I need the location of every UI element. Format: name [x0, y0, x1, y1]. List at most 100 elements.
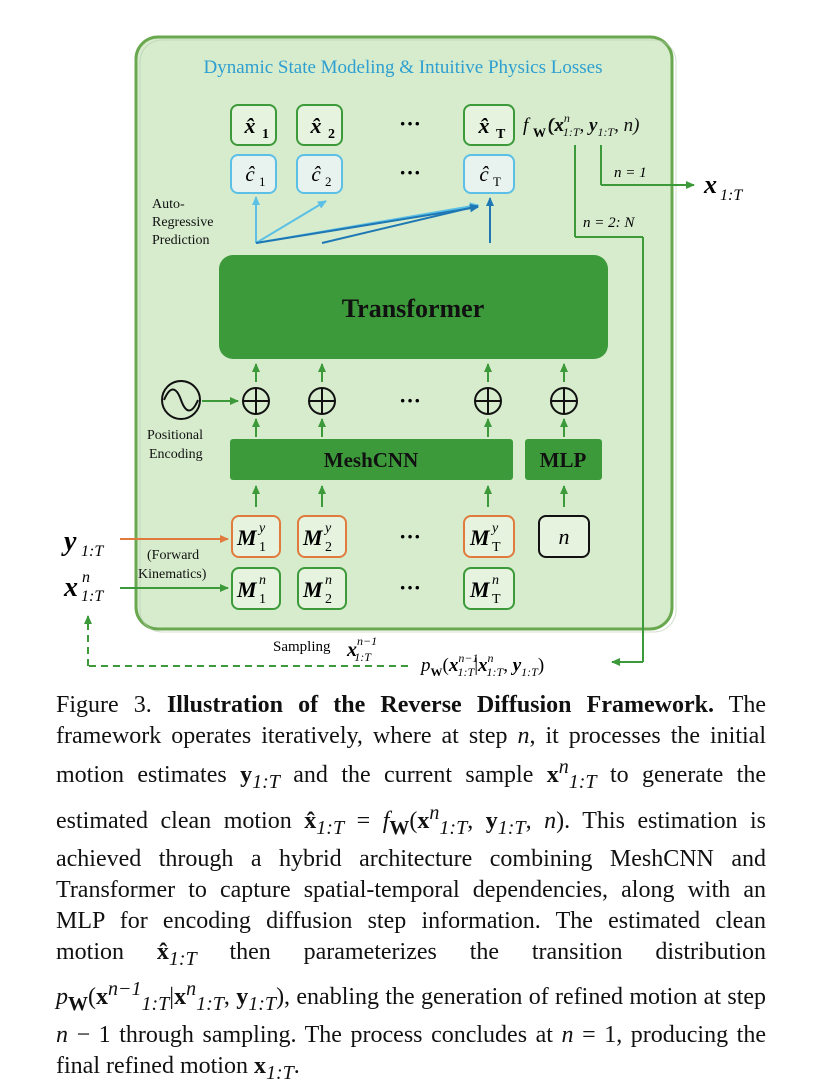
ellipsis-my: ···	[399, 524, 421, 549]
svg-text:T: T	[492, 540, 501, 555]
svg-text:1: 1	[259, 174, 266, 189]
caption-math: n−1	[108, 978, 142, 1001]
ellipsis-xhat: ···	[399, 111, 421, 136]
svg-text:y: y	[257, 521, 266, 536]
add-circle-step	[550, 387, 578, 415]
autoregressive-label: Auto- Regressive Prediction	[152, 197, 213, 248]
add-circle-T	[474, 387, 502, 415]
meshcnn-block	[230, 439, 513, 480]
svg-text:x: x	[63, 572, 78, 603]
positional-encoding-label: Positional Encoding	[147, 428, 203, 462]
svg-text:Kinematics): Kinematics)	[138, 567, 207, 582]
mesh-input-arrows	[252, 485, 568, 507]
caption-math: 1:T	[265, 1061, 294, 1084]
transformer-block	[219, 255, 608, 359]
forward-kinematics-label: (Forward Kinematics)	[138, 548, 207, 582]
transformer-label: Transformer	[342, 294, 484, 323]
caption-text: =	[344, 807, 383, 834]
caption-text: ,	[525, 807, 545, 834]
svg-text:n: n	[492, 573, 499, 588]
caption-math: n	[558, 756, 569, 778]
caption-text: to generate the estimated clean motion	[56, 762, 766, 834]
caption-math: 1:T	[196, 993, 224, 1016]
input-x-label: x n 1:T	[63, 569, 104, 605]
caption-text: (	[88, 984, 96, 1011]
svg-text:M: M	[302, 577, 324, 602]
caption-math: x	[417, 807, 430, 834]
svg-text:n: n	[259, 573, 266, 588]
add-circle-2	[308, 387, 336, 415]
caption-math: x	[96, 984, 108, 1011]
svg-text:2: 2	[328, 127, 335, 142]
caption-text: ), enabling the generation of refined mo…	[276, 984, 767, 1011]
svg-text:2: 2	[325, 540, 332, 555]
transformer-input-arrows	[252, 363, 568, 382]
svg-text:T: T	[493, 174, 501, 189]
caption-text: , it processes the initial motion estima…	[56, 723, 767, 788]
svg-text:y: y	[323, 521, 332, 536]
svg-text:y: y	[490, 521, 499, 536]
svg-text:Encoding: Encoding	[149, 447, 203, 462]
svg-text:ĉ: ĉ	[311, 162, 321, 186]
output-path	[574, 145, 695, 666]
caption-text: then parameterizes the transition distri…	[196, 938, 766, 965]
caption-text: − 1 through sampling. The process conclu…	[68, 1022, 562, 1049]
caption-text: ). This estimation is achieved through a…	[56, 807, 767, 965]
chat-box-2: ĉ 2	[296, 154, 343, 194]
my-box-1: M y 1	[231, 515, 281, 558]
svg-text:M: M	[236, 525, 258, 550]
mn-box-T: M n T	[463, 567, 515, 610]
caption-math: x	[253, 1053, 266, 1080]
svg-text:Regressive: Regressive	[152, 215, 213, 230]
svg-text:2: 2	[325, 592, 332, 607]
caption-text: ,	[467, 807, 486, 834]
svg-text:1:T: 1:T	[81, 588, 104, 605]
sampling-loop	[84, 615, 408, 667]
xhat-box-T: x̂ T	[463, 104, 515, 146]
svg-text:2: 2	[325, 174, 332, 189]
svg-text:1: 1	[259, 592, 266, 607]
caption-text: The framework operates iteratively, wher…	[56, 692, 766, 749]
caption-math: W	[68, 993, 88, 1016]
caption-math: 1:T	[439, 816, 468, 839]
svg-text:Positional: Positional	[147, 428, 203, 443]
output-x-label: x 1:T	[703, 170, 743, 204]
framework-diagram: Dynamic State Modeling & Intuitive Physi…	[61, 35, 743, 679]
svg-text:1: 1	[262, 127, 269, 142]
chat-box-T: ĉ T	[463, 154, 515, 194]
svg-text:x̂: x̂	[310, 113, 322, 138]
svg-text:(x: (x	[548, 115, 564, 136]
svg-text:M: M	[469, 577, 491, 602]
figure-caption: Figure 3. Illustration of the Reverse Di…	[56, 690, 766, 1089]
svg-text:n: n	[325, 573, 332, 588]
caption-math: n	[544, 807, 557, 834]
svg-text:ĉ: ĉ	[245, 162, 255, 186]
caption-text: and the current sample	[279, 762, 547, 788]
add-operators	[242, 387, 578, 415]
n-equals-1-label: n = 1	[614, 165, 647, 181]
caption-math: n	[429, 801, 440, 824]
caption-math: 1:T	[248, 993, 277, 1016]
svg-text:1:T: 1:T	[81, 543, 104, 560]
caption-math: 1:T	[497, 816, 526, 839]
caption-math: 1:T	[568, 770, 597, 793]
svg-text:(Forward: (Forward	[147, 548, 199, 563]
n-equals-2-N-label: n = 2: N	[583, 215, 635, 231]
caption-math: x	[546, 762, 559, 788]
ellipsis-chat: ···	[399, 160, 421, 185]
caption-math: x̂	[156, 938, 169, 965]
caption-math: n	[56, 1022, 68, 1049]
ellipsis-mn: ···	[399, 575, 421, 600]
caption-math: y	[236, 984, 249, 1011]
caption-math: y	[485, 807, 498, 834]
svg-text:1:T: 1:T	[720, 187, 743, 204]
caption-math: 1:T	[252, 770, 280, 793]
mn-box-2: M n 2	[297, 567, 347, 610]
caption-text: = 1, producing the final refined motion	[56, 1022, 766, 1080]
my-box-T: M y T	[463, 515, 515, 558]
step-n-box: n	[538, 515, 590, 558]
svg-text:f: f	[523, 115, 531, 136]
